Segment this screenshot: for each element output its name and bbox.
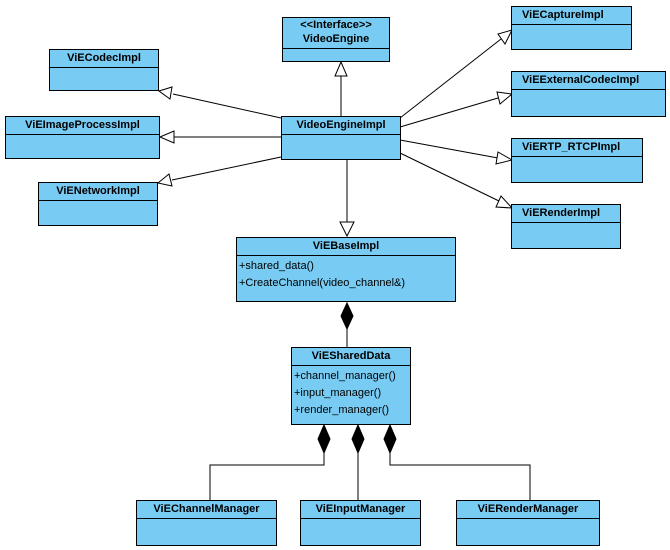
method-item: +shared_data() [239,260,314,272]
composition-rendermanager [389,453,531,500]
class-capture: ViECaptureImpl [511,6,632,50]
composition-diamond [340,301,354,331]
class-name: ViERTP_RTCPImpl [512,139,642,157]
generalization-arrowhead [495,195,514,209]
generalization-rtp [399,139,499,159]
method-item: +render_manager() [294,404,390,416]
generalization-arrowhead [158,130,175,144]
class-name: VideoEngine [283,33,389,49]
generalization-arrowhead [157,86,173,100]
class-name: ViENetworkImpl [39,183,157,201]
class-shareddata: ViESharedData +channel_manager() +input_… [291,347,411,425]
class-name: ViEBaseImpl [237,238,455,256]
composition-diamond [317,423,331,455]
generalization-arrowhead [339,221,355,238]
class-name: ViERenderManager [457,501,599,519]
class-imageprocess: ViEImageProcessImpl [5,116,160,159]
composition-channelmanager [209,453,325,500]
method-item: +channel_manager() [294,370,396,382]
composition-diamond [351,423,365,455]
class-name: ViEExternalCodecImpl [512,72,665,90]
generalization-externalcodec [399,97,499,128]
class-name: ViESharedData [292,348,410,366]
class-channelmanager: ViEChannelManager [136,500,277,546]
class-name: ViEChannelManager [137,501,276,519]
class-baseimpl: ViEBaseImpl +shared_data() +CreateChanne… [236,237,456,302]
class-name: ViERenderImpl [512,205,620,223]
class-inputmanager: ViEInputManager [300,500,421,546]
composition-diamond [383,423,397,455]
class-externalcodec: ViEExternalCodecImpl [511,71,666,117]
method-item: +input_manager() [294,387,382,399]
class-name: ViEInputManager [301,501,420,519]
class-render: ViERenderImpl [511,204,621,249]
class-name: ViECodecImpl [50,50,158,68]
generalization-arrowhead [156,173,173,187]
generalization-capture [399,38,502,119]
generalization-arrowhead [334,60,348,77]
class-name: ViEImageProcessImpl [6,117,159,135]
method-list: +channel_manager() +input_manager() +ren… [292,366,410,419]
class-videoengine: <<Interface>> VideoEngine [282,17,390,62]
class-network: ViENetworkImpl [38,182,158,226]
class-codec: ViECodecImpl [49,49,159,91]
class-rtp: ViERTP_RTCPImpl [511,138,643,183]
class-videoengineimpl: VideoEngineImpl [281,116,401,160]
generalization-arrowhead [495,151,514,165]
generalization-network [171,156,282,181]
method-list: +shared_data() +CreateChannel(video_chan… [237,256,455,292]
generalization-arrowhead [496,91,514,105]
generalization-render [399,152,500,202]
class-name: VideoEngineImpl [282,117,400,135]
generalization-codec [172,93,282,119]
method-item: +CreateChannel(video_channel&) [239,277,406,289]
class-stereotype: <<Interface>> [300,19,372,31]
class-name: ViECaptureImpl [512,7,631,25]
generalization-arrowhead [497,29,513,45]
class-rendermanager: ViERenderManager [456,500,600,546]
